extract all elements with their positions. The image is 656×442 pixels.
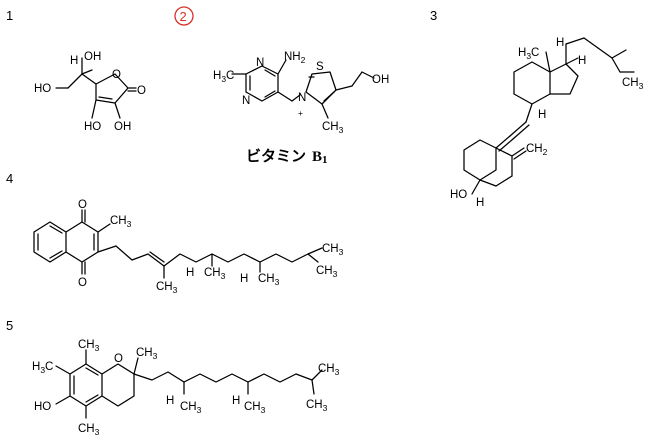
vk1-o-bottom: O [78, 277, 87, 289]
thiamine-n-top: N [256, 57, 264, 69]
panel-number-4: 4 [6, 171, 13, 186]
vd3-h3c: H3C [518, 47, 539, 61]
vd3-ch2: CH2 [526, 143, 548, 157]
panel-number-5: 5 [6, 318, 13, 333]
panel-number-2: 2 [180, 9, 187, 24]
structure-4-vitamin-k1: O O CH3 CH3 CH3 H CH3 H CH3 CH3 [33, 199, 344, 295]
ve-h-2: H [232, 395, 240, 407]
ascorbic-oh-1: HO [84, 121, 101, 133]
thiamine-ring-methyl: CH3 [322, 121, 344, 135]
ve-h-1: H [166, 395, 174, 407]
ve-ch3-end-2: CH3 [306, 399, 328, 413]
vd3-h-ring: H [538, 109, 546, 121]
vd3-h-chain: H [578, 55, 586, 67]
thiamine-plus-charge: + [298, 108, 303, 118]
ascorbic-ho-chain: HO [34, 83, 51, 95]
vd3-ch3: CH3 [622, 77, 644, 91]
ve-ch3-quaternary: CH3 [136, 347, 158, 361]
panel-number-2-circle [174, 6, 194, 26]
vk1-h-2: H [240, 273, 248, 285]
thiamine-s: S [316, 61, 324, 73]
vk1-methyl: CH3 [110, 215, 132, 229]
vk1-ch3-1: CH3 [156, 281, 178, 295]
ve-ch3-end-1: CH3 [318, 363, 340, 377]
vd3-h-top: H [556, 37, 564, 49]
ascorbic-carbonyl-o: O [137, 85, 146, 97]
ascorbic-ring-o: O [112, 69, 121, 81]
thiamine-n-plus: N [298, 92, 306, 104]
vd3-h-bottom: H [476, 197, 484, 209]
vk1-ch3-end-1: CH3 [316, 265, 338, 279]
vk1-o-top: O [78, 199, 87, 211]
panel-number-3: 3 [430, 8, 437, 23]
ve-ring-o: O [114, 353, 123, 365]
vk1-ch3-2: CH3 [204, 267, 226, 281]
thiamine-methyl: H3C [213, 70, 234, 84]
vd3-ho: HO [450, 189, 467, 201]
thiamine-nh2: NH2 [284, 51, 306, 65]
thiamine-n-bottom: N [242, 95, 250, 107]
vk1-h-1: H [186, 267, 194, 279]
ascorbic-oh-2: OH [114, 121, 131, 133]
ve-ch3-1: CH3 [180, 401, 202, 415]
structure-5-vitamin-e: CH3 H3C HO CH3 O CH3 H CH3 H CH3 CH3 CH3 [32, 339, 340, 437]
ve-ho: HO [34, 401, 51, 413]
ascorbic-oh-chain: OH [84, 51, 101, 63]
ve-ch3-top: CH3 [78, 339, 100, 353]
structure-3-vitamin-d3: H3C H H H CH3 CH2 HO H [450, 37, 644, 209]
ve-ch3-bottom: CH3 [78, 423, 100, 437]
ve-ch3-2: CH3 [244, 401, 266, 415]
structure-1-ascorbic-acid: O O HO OH HO OH H [34, 51, 146, 133]
thiamine-oh: OH [372, 74, 389, 86]
panel-number-1: 1 [6, 8, 13, 23]
ve-h3c: H3C [32, 361, 53, 375]
vk1-ch3-3: CH3 [258, 273, 280, 287]
ascorbic-h-stereo: H [70, 55, 78, 67]
vk1-ch3-end-2: CH3 [322, 243, 344, 257]
